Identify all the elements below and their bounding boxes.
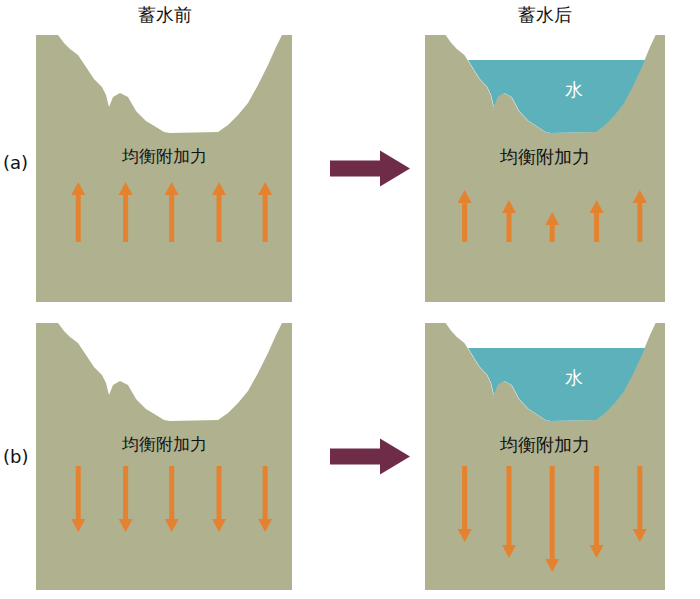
- force-arrow-shaft: [550, 225, 555, 242]
- force-arrows: [71, 182, 272, 242]
- force-label: 均衡附加力: [36, 434, 292, 456]
- column-heading: 蓄水后: [518, 4, 572, 26]
- force-arrow-shaft: [76, 466, 81, 519]
- force-arrow-shaft: [594, 213, 599, 242]
- force-arrow-shaft: [637, 203, 642, 242]
- terrain-cross-section: [36, 323, 292, 590]
- water-label: 水: [565, 79, 583, 101]
- column-heading: 蓄水前: [138, 4, 192, 26]
- terrain-drawing: [36, 323, 292, 590]
- force-arrows: [458, 466, 647, 572]
- water-shape: [468, 348, 645, 421]
- force-arrows: [71, 466, 272, 532]
- reservoir-water: 水: [468, 348, 645, 421]
- force-arrow-shaft: [462, 203, 467, 242]
- force-arrow-shaft: [550, 466, 555, 559]
- row-label: (b): [3, 446, 28, 468]
- force-arrow-head: [71, 519, 85, 532]
- terrain-drawing: [36, 35, 292, 302]
- force-label: 均衡附加力: [425, 434, 665, 456]
- force-arrow-shaft: [76, 195, 81, 242]
- force-arrow-head: [165, 182, 179, 195]
- force-arrow-shaft: [507, 213, 512, 242]
- force-arrow-shaft: [637, 466, 642, 529]
- force-arrow-head: [502, 545, 516, 558]
- force-label: 均衡附加力: [36, 146, 292, 168]
- terrain-panel: 均衡附加力: [36, 323, 292, 590]
- force-arrow-head: [258, 519, 272, 532]
- force-arrow-head: [545, 559, 559, 572]
- force-arrow-head: [458, 529, 472, 542]
- force-arrow-shaft: [169, 195, 174, 242]
- water-label: 水: [565, 367, 583, 389]
- reservoir-water: 水: [468, 60, 645, 133]
- transition-arrow: [330, 439, 410, 475]
- force-arrow-shaft: [123, 466, 128, 519]
- transition-arrow: [330, 151, 410, 187]
- force-arrow-shaft: [594, 466, 599, 545]
- terrain-panel: 均衡附加力: [36, 35, 292, 302]
- water-shape: [468, 60, 645, 133]
- force-arrow-head: [119, 182, 133, 195]
- force-arrow-shaft: [263, 466, 268, 519]
- force-arrow-head: [633, 190, 647, 203]
- water-fill: [468, 348, 645, 421]
- row-label: (a): [3, 152, 28, 174]
- force-arrow-head: [165, 519, 179, 532]
- force-arrow-head: [633, 529, 647, 542]
- force-arrow-head: [590, 200, 604, 213]
- force-arrow-shaft: [123, 195, 128, 242]
- force-arrow-head: [212, 182, 226, 195]
- force-arrow-shaft: [169, 466, 174, 519]
- force-arrow-shaft: [462, 466, 467, 529]
- force-arrow-head: [590, 545, 604, 558]
- force-arrow-head: [502, 200, 516, 213]
- force-arrow-head: [119, 519, 133, 532]
- force-arrow-head: [258, 182, 272, 195]
- force-arrow-head: [212, 519, 226, 532]
- terrain-cross-section: [36, 35, 292, 302]
- force-arrow-shaft: [217, 195, 222, 242]
- force-arrow-head: [71, 182, 85, 195]
- terrain-panel: 水均衡附加力: [425, 35, 665, 302]
- force-arrow-shaft: [507, 466, 512, 545]
- terrain-cross-section: [425, 35, 665, 302]
- force-arrow-head: [458, 190, 472, 203]
- force-arrow-shaft: [217, 466, 222, 519]
- force-label: 均衡附加力: [425, 146, 665, 168]
- force-arrow-shaft: [263, 195, 268, 242]
- terrain-panel: 水均衡附加力: [425, 323, 665, 590]
- force-arrow-head: [545, 212, 559, 225]
- water-fill: [468, 60, 645, 133]
- force-arrows: [458, 190, 647, 242]
- terrain-cross-section: [425, 323, 665, 590]
